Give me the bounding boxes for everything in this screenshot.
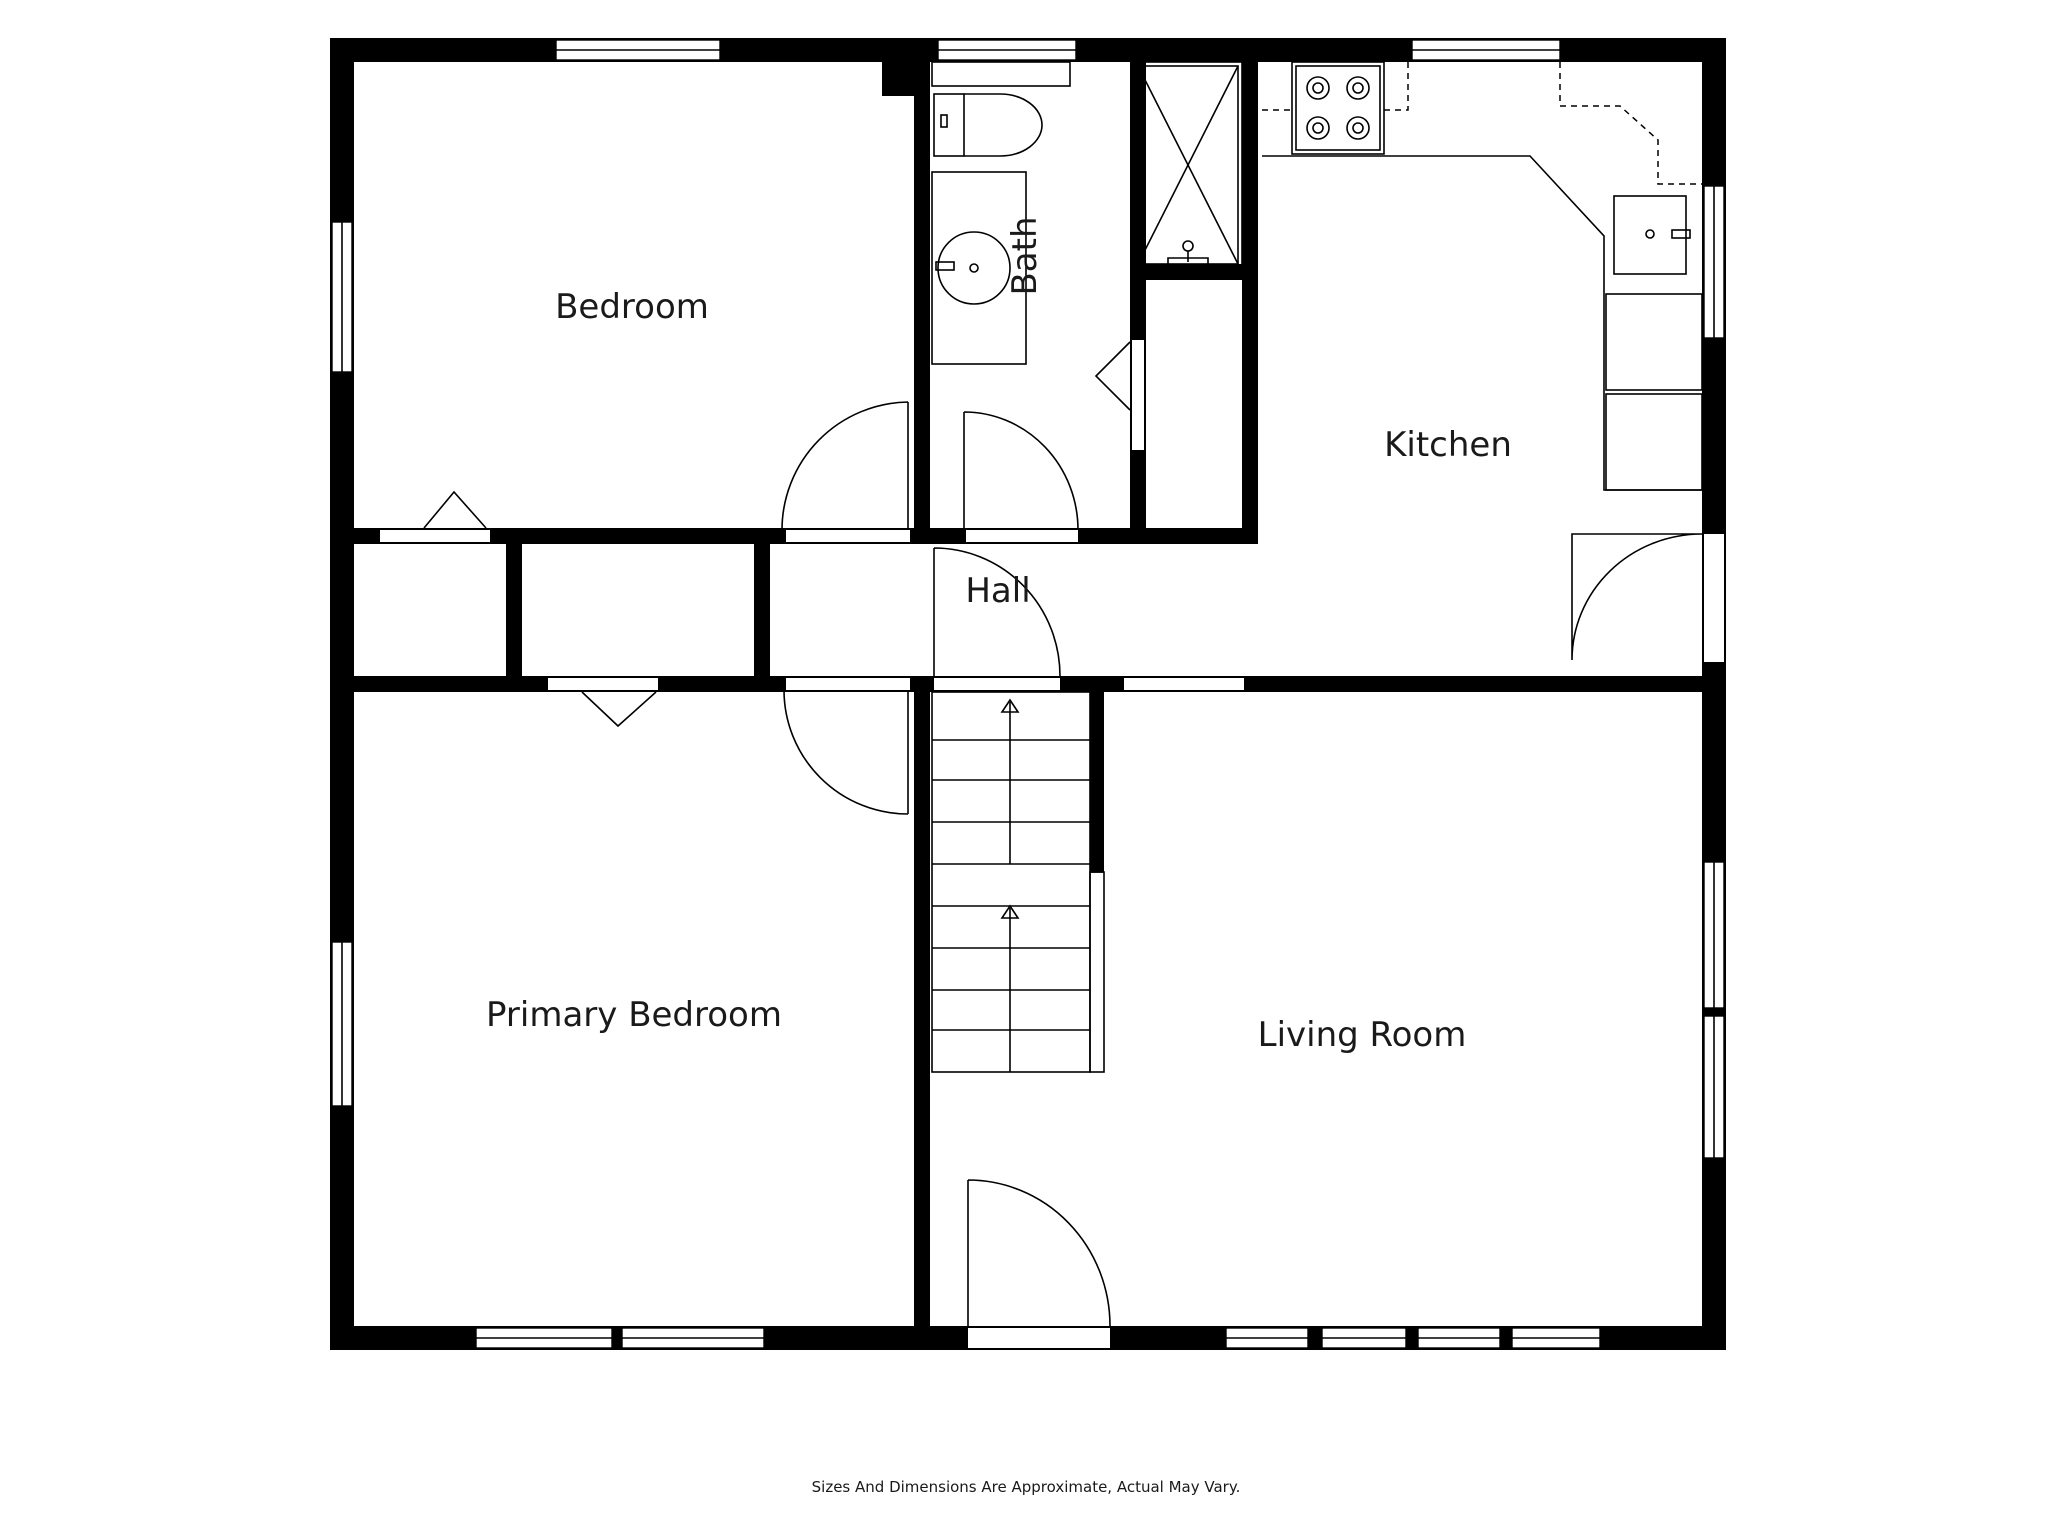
stairs (931, 691, 1105, 1073)
room-label-living-room: Living Room (1258, 1015, 1467, 1055)
kitchen-fixtures (1262, 61, 1703, 491)
windows (331, 39, 1725, 1349)
room-label-kitchen: Kitchen (1384, 425, 1512, 465)
kitchen-sink-icon (1613, 195, 1691, 275)
stove-icon (1291, 61, 1385, 155)
bath-fixtures (931, 61, 1243, 365)
toilet-icon (933, 93, 1043, 157)
room-labels: Bedroom Bath Kitchen Hall Primary Bedroo… (486, 216, 1512, 1055)
room-label-primary-bedroom: Primary Bedroom (486, 995, 782, 1035)
shower-icon (1133, 61, 1243, 269)
room-label-bedroom: Bedroom (555, 287, 709, 327)
disclaimer-note: Sizes And Dimensions Are Approximate, Ac… (812, 1478, 1241, 1496)
sink-icon (931, 171, 1027, 365)
room-label-hall: Hall (965, 571, 1030, 611)
wall-openings (380, 340, 1724, 1348)
room-label-bath: Bath (1005, 216, 1045, 295)
doors (423, 341, 1703, 1327)
